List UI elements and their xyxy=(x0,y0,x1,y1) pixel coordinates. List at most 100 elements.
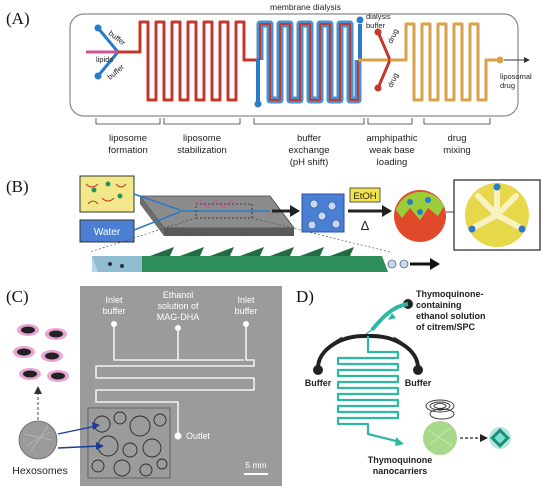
panel-a-letter: (A) xyxy=(6,9,30,28)
lipid-particle-3 xyxy=(105,181,111,187)
cubosome-dot-3 xyxy=(417,209,423,215)
channel-inlet-zone xyxy=(92,256,142,272)
drug-dot-bottom xyxy=(374,84,382,92)
stage-bracket-5 xyxy=(423,118,491,125)
etoh-label: EtOH xyxy=(353,191,376,202)
stage-5-line-1: drug xyxy=(447,133,466,144)
drug-bottom-label: drug xyxy=(386,71,401,88)
outlet-label: Outlet xyxy=(186,431,211,441)
stage-4-line-2: weak base xyxy=(368,145,414,156)
lipid-solution-box xyxy=(79,175,135,213)
channel-output-vesicle-2 xyxy=(399,259,409,269)
water-box xyxy=(79,219,135,243)
chip-zoom-box xyxy=(195,203,253,219)
zoom-frame xyxy=(87,407,171,479)
stage-4-line-1: amphipathic xyxy=(366,133,417,144)
stage-5-line-2: mixing xyxy=(443,145,470,156)
etoh-box xyxy=(349,187,381,203)
d-title-line-3: ethanol solution xyxy=(416,311,486,321)
d-title-line-2: containing xyxy=(416,300,462,310)
panel-d: D) Thymoquinone- containing ethanol solu… xyxy=(296,287,511,476)
panel-b: (B) Water EtOH Δ xyxy=(6,175,541,272)
inset-dot-1 xyxy=(493,183,501,191)
d-outlet-arrowhead xyxy=(395,437,404,446)
stage-2-line-2: stabilization xyxy=(177,145,227,156)
mixing-channel xyxy=(390,22,498,102)
hexosome-pointer-2-head xyxy=(96,442,104,450)
stage-3-line-3: (pH shift) xyxy=(290,157,329,168)
cubosome-dot-1 xyxy=(407,199,413,205)
hexosome-dashed-arrowhead xyxy=(34,386,42,394)
stage-3-line-1: buffer xyxy=(297,133,321,144)
chip-mixer-pattern xyxy=(195,200,237,208)
outlet-dot-c xyxy=(174,432,182,440)
channel-particle-1 xyxy=(108,262,112,266)
dialysis-label-2: buffer xyxy=(366,21,386,30)
vesicle-4 xyxy=(307,220,317,230)
drug-inlet-bottom xyxy=(376,59,392,89)
ethanol-line-1: Ethanol xyxy=(163,290,194,300)
dialysis-dot-right xyxy=(356,16,364,24)
d-lamellar-swirl xyxy=(425,399,455,420)
stage-1-line-1: liposome xyxy=(109,133,147,144)
d-title-line-1: Thymoquinone- xyxy=(416,289,484,299)
zoom-line-left xyxy=(89,217,197,253)
cubosome-dot-2 xyxy=(425,197,431,203)
ethanol-line-2: solution of xyxy=(157,301,199,311)
buffer-inlet-bottom xyxy=(96,51,120,77)
stage-4-line-3: loading xyxy=(377,157,408,168)
panel-a: (A) membrane dialysis buffer lipids buff… xyxy=(6,2,532,168)
d-top-channel xyxy=(370,302,409,332)
d-buffer-left: Buffer xyxy=(305,378,332,388)
stage-2-line-1: liposome xyxy=(183,133,221,144)
hexosome-pointer-1 xyxy=(57,425,97,435)
d-left-inlet xyxy=(313,365,323,375)
hexosome-pointer-1-head xyxy=(92,422,100,430)
lipid-particle-2 xyxy=(117,193,123,199)
liposomal-drug-label-1: liposomal xyxy=(500,72,532,81)
inlet-right-line-2: buffer xyxy=(235,306,258,316)
stage-1-line-2: formation xyxy=(108,145,148,156)
hexosome-texture xyxy=(23,425,53,453)
drug-top-label: drug xyxy=(386,27,401,44)
d-top-flow-arrow xyxy=(365,327,375,335)
panel-d-letter: D) xyxy=(296,287,314,306)
formation-channel xyxy=(118,20,260,102)
outlet-dot xyxy=(496,56,504,64)
ethanol-line-3: MAG-DHA xyxy=(157,312,200,322)
drug-inlet-top xyxy=(376,31,392,61)
chip-channels xyxy=(95,324,255,434)
d-bottom-line-2: nanocarriers xyxy=(373,466,428,476)
vesicle-5 xyxy=(331,219,341,229)
cubosome-surface xyxy=(396,191,444,220)
scale-label: 5 mm xyxy=(245,460,266,470)
d-bottom-line-1: Thymoquinone xyxy=(368,455,433,465)
liposomal-drug-label-2: drug xyxy=(500,81,515,90)
water-label: Water xyxy=(94,227,121,238)
vesicle-1 xyxy=(309,199,319,209)
d-particle-texture xyxy=(427,427,453,447)
dialysis-dot-left xyxy=(254,100,262,108)
lipid-squiggles xyxy=(85,183,127,205)
panel-b-letter: (B) xyxy=(6,177,29,196)
d-title-line-4: of citrem/SPC xyxy=(416,322,476,332)
d-top-arrowhead xyxy=(388,313,396,320)
panel-c-letter: (C) xyxy=(6,287,29,306)
chip-output-arrowhead xyxy=(290,205,300,217)
channel-output-vesicle xyxy=(387,259,397,269)
etoh-arrowhead xyxy=(382,205,392,217)
inset-dot-2 xyxy=(518,225,526,233)
d-serpentine xyxy=(336,336,401,444)
stage-bracket-1 xyxy=(95,118,161,125)
d-right-flow-arrow xyxy=(393,336,403,343)
inlet-left-line-2: buffer xyxy=(103,306,126,316)
chip-channel xyxy=(133,193,270,231)
delta-label: Δ xyxy=(361,218,370,233)
membrane-dialysis-label: membrane dialysis xyxy=(270,2,341,12)
channel-particle-2 xyxy=(120,264,124,268)
lipid-particle-1 xyxy=(91,187,97,193)
hexosomes-label: Hexosomes xyxy=(12,465,67,477)
dialysis-label-1: dialysis xyxy=(366,12,391,21)
chip-edge xyxy=(140,196,164,236)
